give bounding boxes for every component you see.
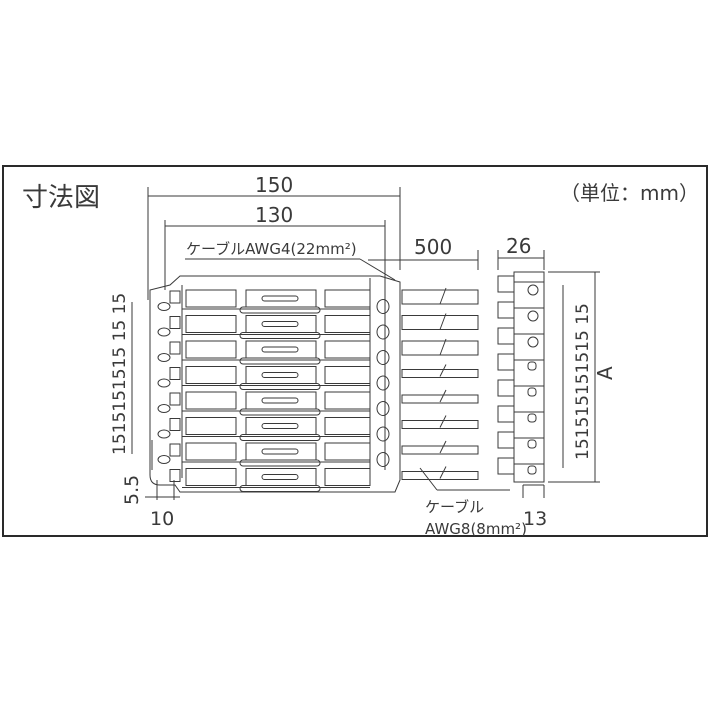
bottom-left-label: 10 (150, 508, 174, 530)
cable-length-label: 500 (414, 235, 452, 259)
diagram-title: 寸法図 (22, 183, 100, 213)
cable-bottom-callout-line1: ケーブル (425, 498, 484, 516)
terminal-rows (157, 287, 479, 492)
side-height-label: A (593, 366, 617, 380)
side-width-label: 26 (506, 234, 531, 258)
overall-width-label: 150 (255, 173, 293, 197)
cable-bottom-callout-line2: AWG8(8mm²) (425, 520, 527, 538)
bottom-offset-label: 5.5 (121, 475, 143, 505)
right-pitch-labels: 151515151515 15 (573, 303, 593, 460)
side-bottom-label: 13 (523, 508, 547, 530)
unit-label: （単位：mm） (560, 181, 699, 205)
body-width-label: 130 (255, 203, 293, 227)
left-pitch-labels: 1515151515 15 15 (110, 293, 130, 455)
diagram-frame (2, 165, 708, 537)
side-view (497, 250, 600, 498)
cable-top-callout: ケーブルAWG4(22mm²) (186, 240, 357, 258)
